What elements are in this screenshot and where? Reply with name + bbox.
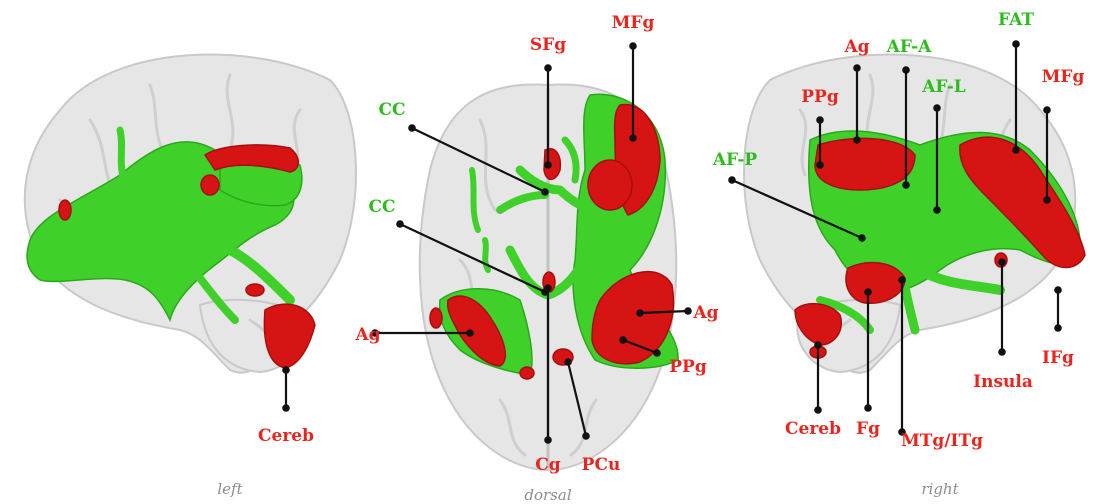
dorsal-view <box>418 83 679 472</box>
region-label-ag: Ag <box>843 37 869 57</box>
left-region-small-3 <box>245 283 265 297</box>
left-region-frontal-cap <box>203 144 299 173</box>
dorsal-region-small-left <box>429 307 443 329</box>
left-region-cerebellum <box>263 303 316 369</box>
region-label-ifg: IFg <box>1042 348 1074 368</box>
region-label-mfg: MFg <box>1042 67 1085 87</box>
leader-endpoint-dot <box>816 161 824 169</box>
leader-endpoint-dot <box>619 336 627 344</box>
dorsal-regions <box>429 103 675 380</box>
leader-endpoint-dot <box>684 307 692 315</box>
leader-endpoint-dot <box>898 276 906 284</box>
leader-line <box>639 309 689 315</box>
leader-endpoint-dot <box>653 349 661 357</box>
right-region-cerebellum <box>794 303 842 346</box>
view-caption-0: left <box>217 480 243 498</box>
leader-endpoint-dot <box>396 220 404 228</box>
region-label-af-l: AF-L <box>921 77 966 97</box>
region-label-sfg: SFg <box>530 35 566 55</box>
leader-endpoint-dot <box>853 136 861 144</box>
region-label-cereb: Cereb <box>785 419 841 439</box>
right-region-ag-ppg <box>814 137 916 191</box>
leader-endpoint-dot <box>1054 286 1062 294</box>
leader-endpoint-dot <box>864 288 872 296</box>
region-label-mfg: MFg <box>612 13 655 33</box>
right-view <box>743 53 1086 374</box>
region-label-fat: FAT <box>998 10 1034 30</box>
leader-endpoint-dot <box>541 188 549 196</box>
leader-endpoint-dot <box>282 404 290 412</box>
region-label-cereb: Cereb <box>258 426 314 446</box>
view-caption-1: dorsal <box>524 486 571 504</box>
view-caption-2: right <box>921 480 959 498</box>
leader-endpoint-dot <box>564 358 572 366</box>
leader-endpoint-dot <box>1054 324 1062 332</box>
region-label-cc: CC <box>368 197 395 217</box>
leader-endpoint-dot <box>902 66 910 74</box>
leader-endpoint-dot <box>371 329 379 337</box>
leader-endpoint-dot <box>814 341 822 349</box>
leader-endpoint-dot <box>1012 40 1020 48</box>
leader-endpoint-dot <box>902 181 910 189</box>
right-regions <box>794 136 1086 359</box>
leader-endpoint-dot <box>408 124 416 132</box>
dorsal-region-ag-left <box>446 295 507 367</box>
leader-endpoint-dot <box>1012 146 1020 154</box>
leader-lines <box>282 40 1062 444</box>
leader-endpoint-dot <box>544 161 552 169</box>
region-label-af-a: AF-A <box>886 37 933 57</box>
leader-endpoint-dot <box>898 428 906 436</box>
leader-line <box>731 178 863 240</box>
leader-line <box>566 361 588 437</box>
leader-endpoint-dot <box>864 404 872 412</box>
leader-endpoint-dot <box>466 329 474 337</box>
dorsal-region-small-bottom <box>519 366 535 380</box>
leader-endpoint-dot <box>933 206 941 214</box>
leader-endpoint-dot <box>636 309 644 317</box>
region-label-ag: Ag <box>692 303 718 323</box>
leader-endpoint-dot <box>816 116 824 124</box>
left-region-small-1 <box>200 174 220 196</box>
right-region-temporal <box>845 261 906 304</box>
leader-line <box>411 127 546 193</box>
leader-endpoint-dot <box>1043 106 1051 114</box>
leader-endpoint-dot <box>282 366 290 374</box>
dorsal-region-mfg-lower <box>587 159 633 211</box>
leader-endpoint-dot <box>629 134 637 142</box>
leader-endpoint-dot <box>933 104 941 112</box>
region-label-mtg-itg: MTg/ITg <box>901 431 983 451</box>
leader-endpoint-dot <box>1043 196 1051 204</box>
region-label-cg: Cg <box>535 455 561 475</box>
leader-endpoint-dot <box>998 258 1006 266</box>
region-label-pcu: PCu <box>582 455 621 475</box>
leader-endpoint-dot <box>728 176 736 184</box>
left-regions <box>58 144 316 369</box>
leader-endpoint-dot <box>544 64 552 72</box>
region-label-af-p: AF-P <box>712 150 758 170</box>
leader-endpoint-dot <box>858 234 866 242</box>
dorsal-region-ag-ppg-right <box>591 271 675 365</box>
region-label-insula: Insula <box>973 372 1033 392</box>
view-captions: left dorsal right <box>217 480 959 504</box>
left-tracts <box>26 126 303 324</box>
region-label-ppg: PPg <box>801 87 839 107</box>
leader-endpoint-dot <box>544 436 552 444</box>
leader-line <box>622 338 658 355</box>
leader-endpoint-dot <box>814 406 822 414</box>
leader-endpoint-dot <box>998 348 1006 356</box>
region-label-ag: Ag <box>354 325 380 345</box>
leader-endpoint-dot <box>582 432 590 440</box>
region-label-cc: CC <box>378 100 405 120</box>
region-label-ppg: PPg <box>669 357 707 377</box>
right-region-mfg <box>959 136 1086 269</box>
left-view <box>23 53 357 374</box>
left-region-small-2 <box>58 199 72 221</box>
leader-endpoint-dot <box>629 42 637 50</box>
region-label-fg: Fg <box>856 419 880 439</box>
leader-endpoint-dot <box>544 284 552 292</box>
leader-line <box>399 223 546 293</box>
leader-endpoint-dot <box>853 64 861 72</box>
